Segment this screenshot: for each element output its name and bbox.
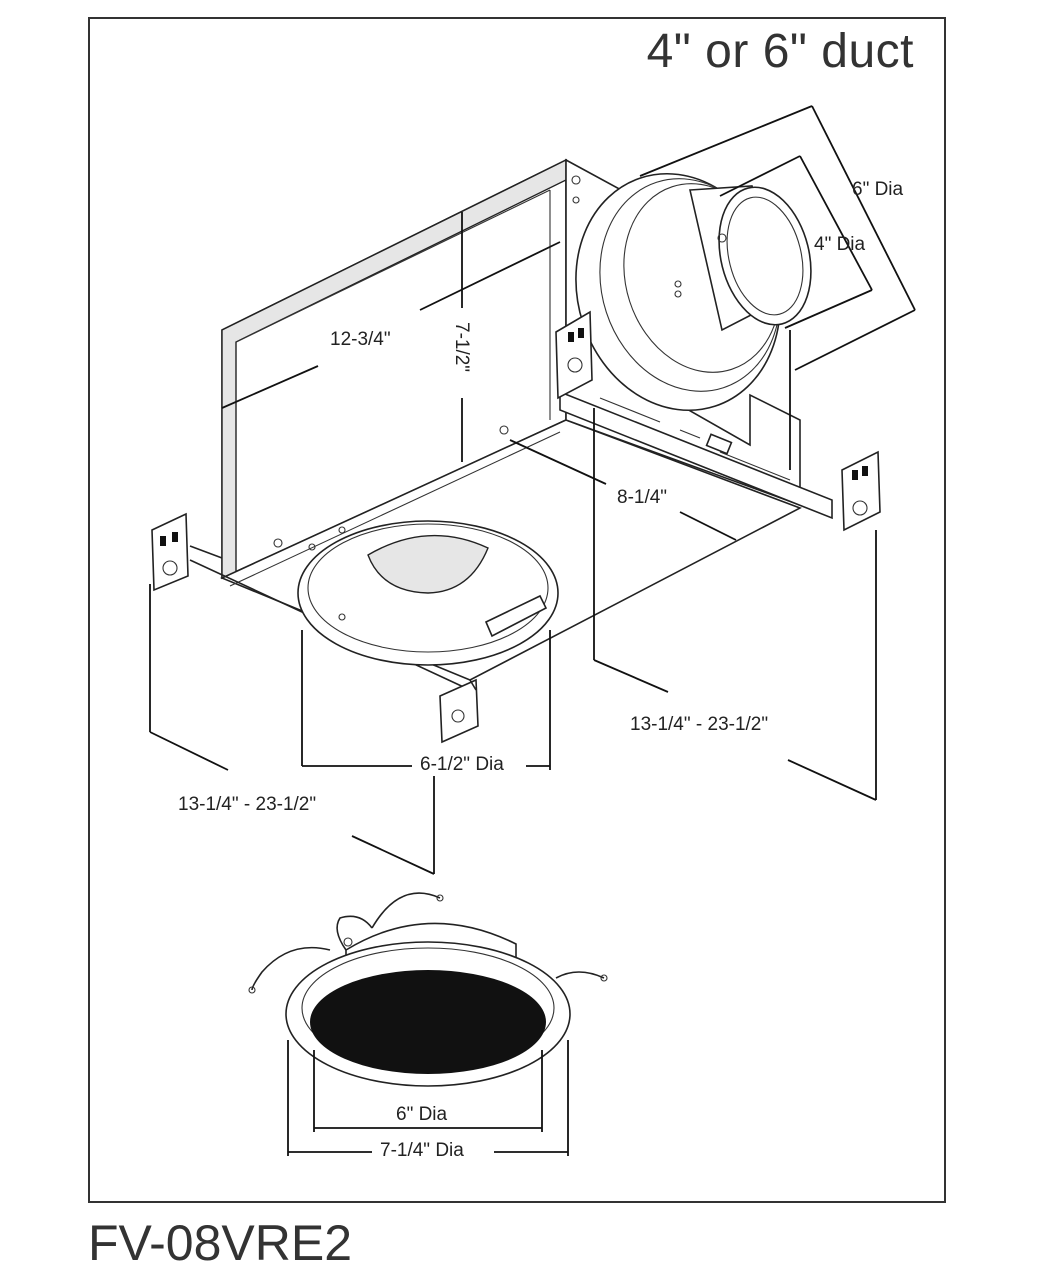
label-depth: 8-1/4"	[617, 487, 667, 508]
label-trim-outer-dia: 7-1/4" Dia	[380, 1140, 464, 1161]
diagram-title: 4" or 6" duct	[646, 25, 914, 78]
label-trim-inner-dia: 6" Dia	[396, 1104, 448, 1125]
label-span-left: 13-1/4" - 23-1/2"	[178, 794, 316, 815]
label-height: 7-1/2"	[451, 322, 472, 372]
mounting-rail-right	[559, 390, 833, 520]
trim-grille	[248, 892, 608, 1087]
duct-collar	[575, 172, 812, 412]
label-duct-6-dia: 6" Dia	[852, 179, 904, 200]
label-opening-dia: 6-1/2" Dia	[420, 754, 504, 775]
dimension-lines	[149, 105, 916, 875]
bracket-bottom	[439, 678, 479, 744]
bracket-left	[151, 512, 471, 691]
bracket-right	[841, 450, 881, 532]
label-duct-4-dia: 4" Dia	[814, 234, 866, 255]
bracket-top-left	[555, 310, 593, 400]
diagram-frame	[88, 17, 946, 1203]
ceiling-opening	[297, 520, 559, 666]
label-length: 12-3/4"	[330, 329, 391, 350]
label-span-right: 13-1/4" - 23-1/2"	[630, 714, 768, 735]
trim-dimension-lines	[287, 1040, 569, 1156]
model-number: FV-08VRE2	[88, 1215, 353, 1271]
